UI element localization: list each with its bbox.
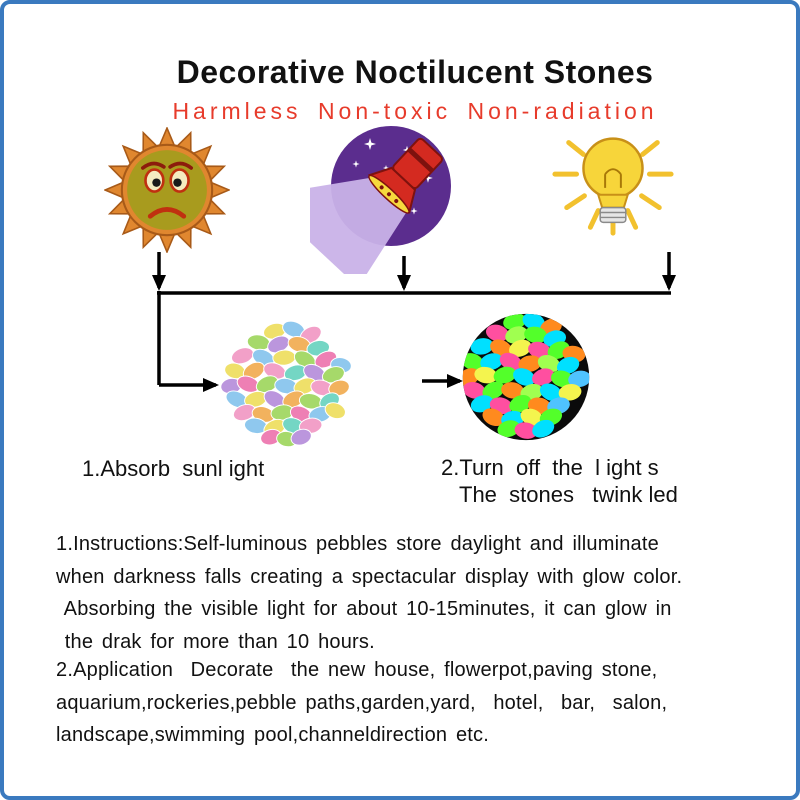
text-line: when darkness falls creating a spectacul… — [56, 565, 683, 588]
flashlight-night-icon — [260, 116, 468, 288]
instructions-text: 1.Instructions:Self-luminous pebbles sto… — [56, 528, 682, 658]
text-line: landscape,swimming pool,channeldirection… — [56, 724, 490, 746]
text-line: aquarium,rockeries,pebble paths,garden,y… — [56, 691, 668, 714]
page-subtitle: Harmless Non-toxic Non-radiation — [172, 98, 658, 124]
page-title: Decorative Noctilucent Stones — [176, 54, 654, 90]
colorful-pebbles-image — [216, 316, 358, 458]
text-line: the drak for more than 10 hours. — [56, 630, 375, 653]
text-line: 2.Application Decorate the new house, fl… — [56, 659, 658, 681]
text-line: 1.Instructions:Self-luminous pebbles sto… — [56, 533, 659, 555]
glowing-pebbles-image — [459, 310, 593, 444]
application-text: 2.Application Decorate the new house, fl… — [56, 654, 667, 752]
step1-caption: 1.Absorb sunl ight — [82, 456, 265, 481]
sad-sun-icon — [104, 127, 230, 253]
text-line: Absorbing the visible light for about 10… — [56, 598, 672, 620]
step2-line2: The stones twink led — [459, 482, 678, 507]
step2-line1: 2.Turn off the l ight s — [441, 455, 659, 480]
light-bulb-icon — [549, 117, 677, 245]
step2-caption: 2.Turn off the l ight s The stones twink… — [441, 454, 678, 508]
